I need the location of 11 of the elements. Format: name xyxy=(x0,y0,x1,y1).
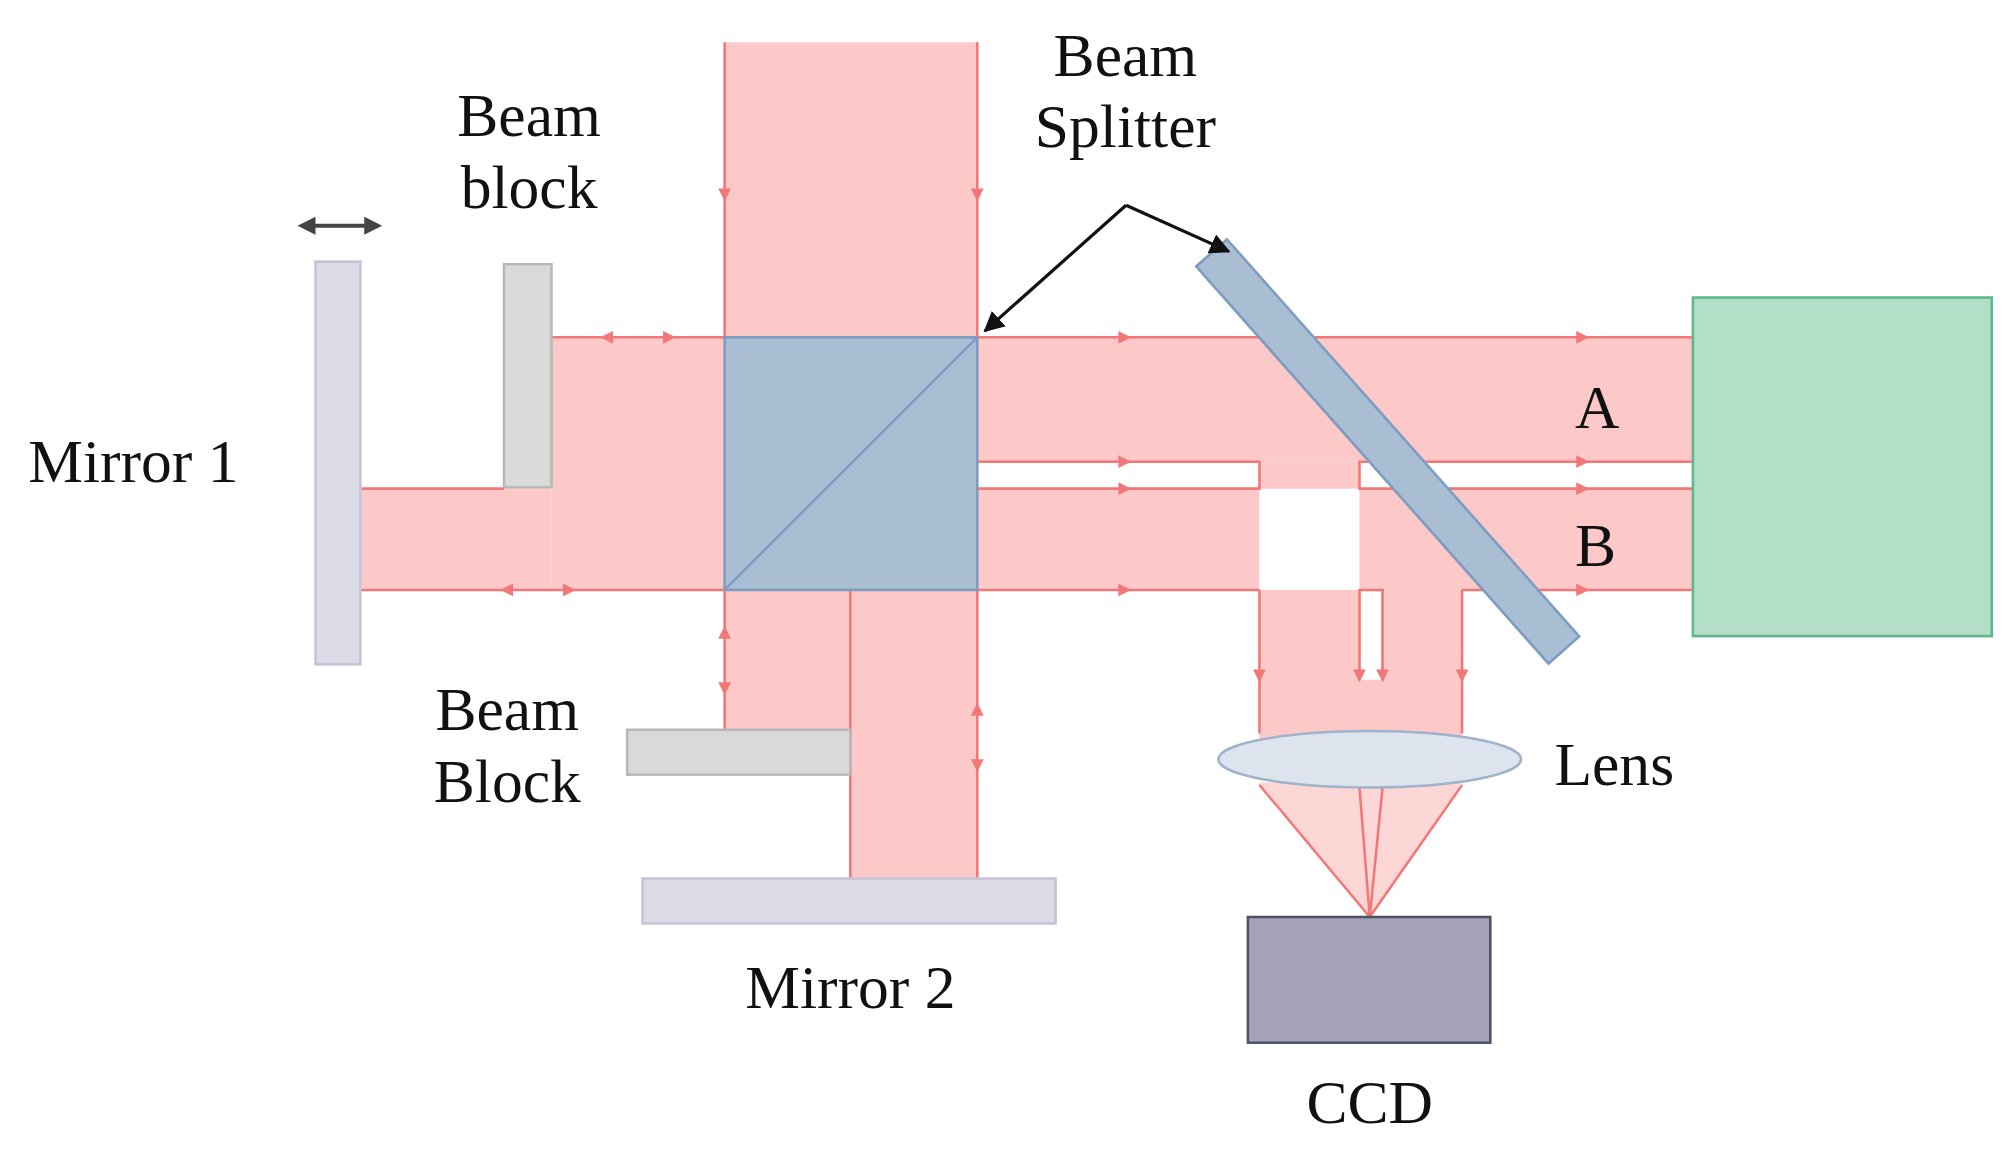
leader-line xyxy=(983,204,1128,333)
component-label: Beam Block xyxy=(432,673,582,817)
component-label: CCD xyxy=(1305,1067,1434,1139)
component-label: Mirror 1 xyxy=(28,426,240,498)
leader-line xyxy=(1125,203,1231,254)
component-label: Beam Splitter xyxy=(1033,19,1218,163)
component-label: Mirror 2 xyxy=(744,951,957,1023)
beam-label: B xyxy=(1574,509,1616,581)
component-label: Lens xyxy=(1554,728,1676,800)
component-label: Beam block xyxy=(456,79,602,223)
beam-label: A xyxy=(1574,372,1620,444)
